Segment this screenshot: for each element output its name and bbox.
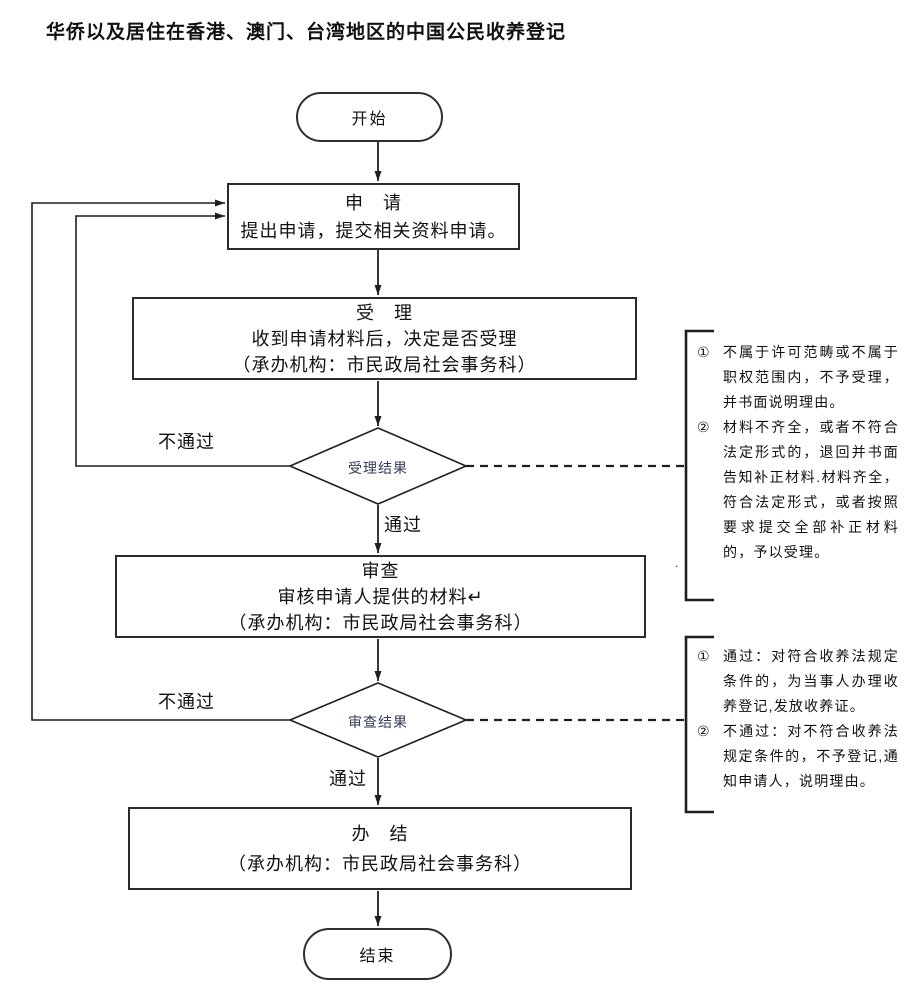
complete-line1: （承办机构：市民政局社会事务科） xyxy=(228,853,532,874)
note-item-marker: ② xyxy=(697,419,710,435)
stray-text-artifact: . xyxy=(675,556,679,570)
review-line2: （承办机构：市民政局社会事务科） xyxy=(228,612,533,633)
accept-result-label: 受理结果 xyxy=(348,460,408,476)
annotation-bracket-review xyxy=(684,635,714,814)
complete-step-box: 办 结 （承办机构：市民政局社会事务科） xyxy=(128,807,632,890)
annotation-bracket-accept xyxy=(684,329,714,602)
note-item: ① 通过：对符合收养法规定条件的，为当事人办理收养登记,发放收养证。 xyxy=(697,644,907,719)
accept-fail-edge-label: 不通过 xyxy=(158,432,215,452)
accept-note: ① 不属于许可范畴或不属于职权范围内，不予受理，并书面说明理由。 ② 材料不齐全… xyxy=(697,340,907,565)
apply-step-box: 申 请 提出申请，提交相关资料申请。 xyxy=(227,183,520,250)
accept-step-box: 受 理 收到申请材料后，决定是否受理 （承办机构：市民政局社会事务科） xyxy=(132,297,637,380)
review-step-box: 审查 审核申请人提供的材料↵ （承办机构：市民政局社会事务科） xyxy=(115,555,646,638)
review-note: ① 通过：对符合收养法规定条件的，为当事人办理收养登记,发放收养证。 ② 不通过… xyxy=(697,644,907,794)
flowchart-title: 华侨以及居住在香港、澳门、台湾地区的中国公民收养登记 xyxy=(46,22,567,43)
review-result-label: 审查结果 xyxy=(348,714,408,730)
end-label: 结束 xyxy=(359,948,396,965)
note-item-marker: ② xyxy=(697,723,710,739)
accept-pass-edge-label: 通过 xyxy=(384,515,422,535)
accept-line1: 收到申请材料后，决定是否受理 xyxy=(251,328,518,349)
accept-heading: 受 理 xyxy=(356,302,413,323)
review-line1: 审核申请人提供的材料↵ xyxy=(277,586,484,607)
note-item-marker: ① xyxy=(697,344,710,360)
apply-body: 提出申请，提交相关资料申请。 xyxy=(240,220,507,241)
note-item: ② 材料不齐全，或者不符合法定形式的，退回并书面告知补正材料.材料齐全，符合法定… xyxy=(697,415,907,565)
note-item-text: 通过：对符合收养法规定条件的，为当事人办理收养登记,发放收养证。 xyxy=(723,648,899,714)
review-fail-edge-label: 不通过 xyxy=(158,692,215,712)
note-item-text: 不属于许可范畴或不属于职权范围内，不予受理，并书面说明理由。 xyxy=(723,344,899,410)
accept-result-diamond xyxy=(287,427,469,505)
note-item: ② 不通过：对不符合收养法规定条件的，不予登记,通知申请人，说明理由。 xyxy=(697,719,907,794)
accept-line2: （承办机构：市民政局社会事务科） xyxy=(232,354,537,375)
complete-heading: 办 结 xyxy=(351,823,409,844)
review-pass-edge-label: 通过 xyxy=(329,769,367,789)
review-heading: 审查 xyxy=(361,560,400,581)
review-result-diamond xyxy=(287,682,469,758)
start-terminal: 开始 xyxy=(296,92,443,142)
note-item-text: 材料不齐全，或者不符合法定形式的，退回并书面告知补正材料.材料齐全，符合法定形式… xyxy=(723,419,899,560)
start-label: 开始 xyxy=(351,111,388,128)
end-terminal: 结束 xyxy=(303,928,452,980)
feedback-line-accept-fail xyxy=(75,212,290,467)
note-item-text: 不通过：对不符合收养法规定条件的，不予登记,通知申请人，说明理由。 xyxy=(723,723,899,789)
feedback-line-review-fail xyxy=(31,199,290,721)
note-item: ① 不属于许可范畴或不属于职权范围内，不予受理，并书面说明理由。 xyxy=(697,340,907,415)
note-item-marker: ① xyxy=(697,648,710,664)
apply-heading: 申 请 xyxy=(345,192,402,213)
